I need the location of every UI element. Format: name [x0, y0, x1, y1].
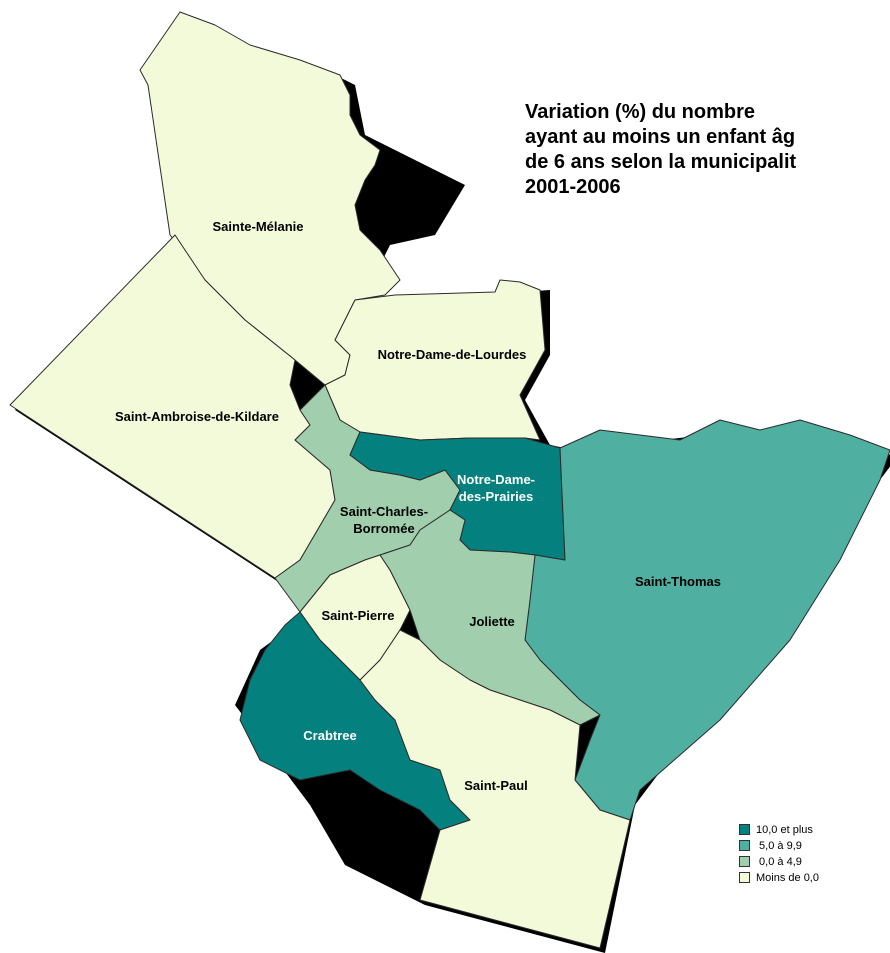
legend-label: 5,0 à 9,9: [756, 839, 802, 852]
label-saint-charles: Saint-Charles-Borromée: [340, 504, 428, 536]
legend-label: 10,0 et plus: [756, 823, 813, 836]
legend-swatch: [739, 856, 750, 867]
label-joliette: Joliette: [469, 614, 515, 629]
label-saint-ambroise: Saint-Ambroise-de-Kildare: [115, 409, 279, 424]
legend-swatch: [739, 824, 750, 835]
label-sainte-melanie: Sainte-Mélanie: [212, 219, 303, 234]
map-legend: 10,0 et plus 5,0 à 9,9 0,0 à 4,9 Moins d…: [739, 822, 819, 886]
label-notre-dame-lourdes: Notre-Dame-de-Lourdes: [378, 347, 527, 362]
label-saint-thomas: Saint-Thomas: [635, 574, 721, 589]
label-saint-paul: Saint-Paul: [464, 778, 528, 793]
legend-item: 10,0 et plus: [739, 822, 819, 837]
title-line: de 6 ans selon la municipalit: [525, 151, 797, 173]
label-crabtree: Crabtree: [303, 728, 356, 743]
legend-swatch: [739, 840, 750, 851]
legend-label: Moins de 0,0: [756, 871, 819, 884]
legend-swatch: [739, 872, 750, 883]
label-saint-pierre: Saint-Pierre: [322, 608, 395, 623]
title-line: Variation (%) du nombre: [525, 101, 756, 123]
legend-label: 0,0 à 4,9: [756, 855, 802, 868]
title-line: 2001-2006: [525, 176, 621, 198]
region-saint-paul[interactable]: [359, 629, 631, 949]
map-title: Variation (%) du nombre ayant au moins u…: [525, 100, 890, 200]
legend-item: Moins de 0,0: [739, 870, 819, 885]
legend-item: 5,0 à 9,9: [739, 838, 819, 853]
title-line: ayant au moins un enfant âg: [525, 126, 796, 148]
region-labels: Sainte-Mélanie Saint-Ambroise-de-Kildare…: [115, 219, 721, 793]
legend-item: 0,0 à 4,9: [739, 854, 819, 869]
label-notre-dame-prairies: Notre-Dame-des-Prairies: [457, 472, 535, 504]
